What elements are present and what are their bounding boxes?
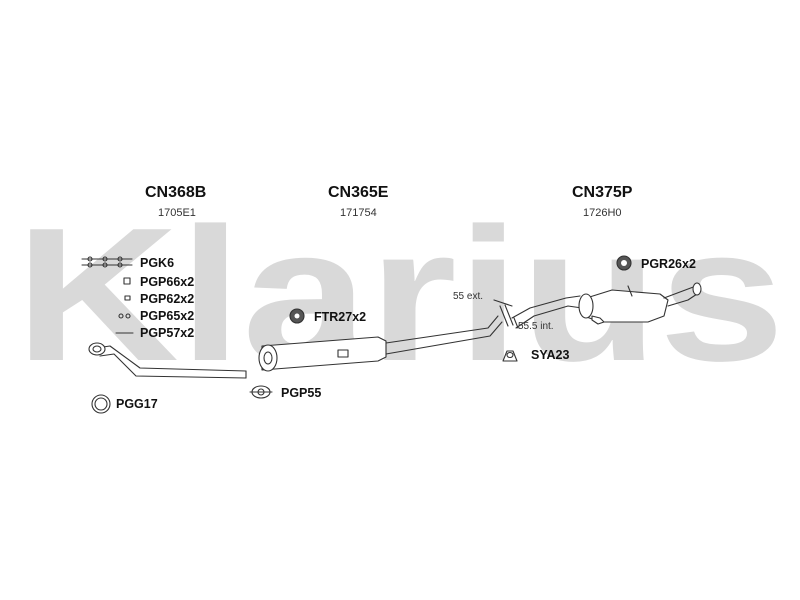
dimension-markers (493, 299, 519, 329)
pgg-gasket-icon (91, 394, 111, 414)
sya-bracket-icon (502, 350, 518, 362)
label-ftr: FTR27x2 (314, 310, 367, 324)
centre-box-cn365e (258, 315, 503, 372)
pgp55-clamp-icon (249, 385, 273, 399)
label-pgp62: PGP62x2 (140, 292, 195, 306)
pgp62-nut-icon (124, 295, 131, 301)
pgr-mount-icon (616, 255, 632, 271)
pgk-kit-icon (81, 256, 133, 268)
pgp65-bolt-icon (118, 313, 131, 319)
label-pgp55: PGP55 (281, 386, 322, 400)
rear-box-cn375p (511, 282, 702, 329)
section-2-code: CN365E (328, 184, 389, 201)
front-pipe-cn368b (88, 342, 247, 379)
section-3-code: CN375P (572, 184, 633, 201)
label-pgp57: PGP57x2 (140, 326, 195, 340)
label-sya: SYA23 (531, 348, 570, 362)
section-3-ref: 1726H0 (583, 207, 622, 219)
section-2-ref: 171754 (340, 207, 377, 219)
label-pgp66: PGP66x2 (140, 275, 195, 289)
label-pgp65: PGP65x2 (140, 309, 195, 323)
pgp66-bolt-icon (123, 277, 131, 285)
section-1-code: CN368B (145, 184, 207, 201)
dimension-int: 55.5 int. (518, 321, 554, 332)
dimension-ext: 55 ext. (453, 291, 484, 302)
label-pgr: PGR26x2 (641, 257, 696, 271)
section-1-ref: 1705E1 (158, 207, 196, 219)
label-pgg: PGG17 (116, 397, 158, 411)
ftr-hanger-icon (289, 308, 305, 324)
label-pgk: PGK6 (140, 256, 175, 270)
